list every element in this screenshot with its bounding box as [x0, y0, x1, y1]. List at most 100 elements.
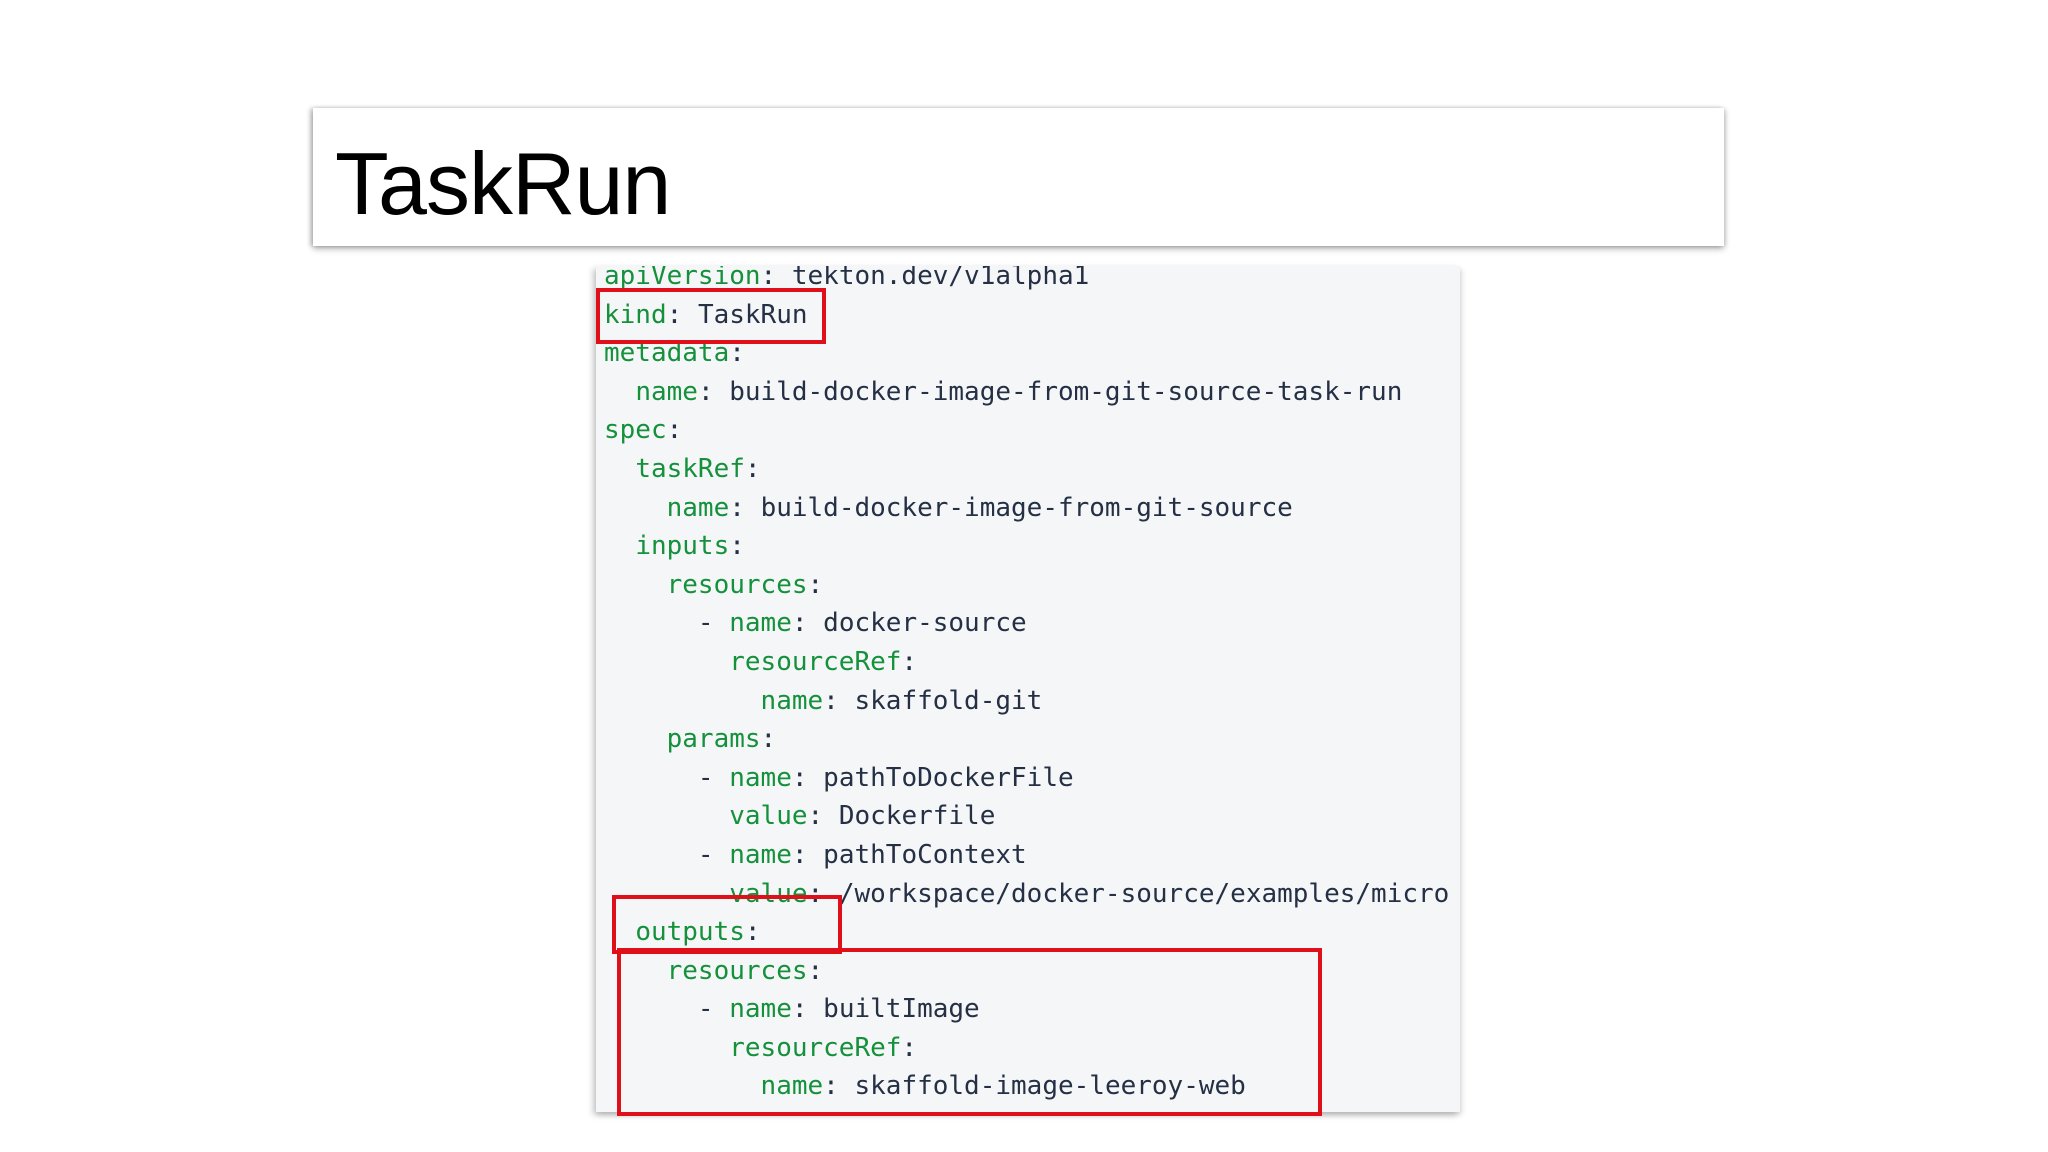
yaml-value: /workspace/docker-source/examples/micro: [838, 878, 1450, 909]
yaml-colon: :: [666, 415, 683, 446]
code-line: outputs:: [604, 913, 1449, 952]
code-line: metadata:: [604, 334, 1449, 373]
yaml-key: name: [729, 608, 792, 639]
code-indent: [604, 956, 667, 986]
code-indent: [604, 917, 635, 947]
yaml-key: value: [729, 801, 808, 832]
yaml-colon: :: [807, 801, 824, 832]
code-line: value: /workspace/docker-source/examples…: [604, 875, 1449, 914]
yaml-key: apiVersion: [604, 266, 761, 291]
yaml-key: value: [729, 878, 808, 909]
list-dash: -: [697, 608, 730, 639]
yaml-value: TaskRun: [697, 299, 808, 330]
code-line: resources:: [604, 566, 1449, 605]
yaml-key: params: [666, 724, 761, 755]
yaml-colon: :: [791, 994, 808, 1025]
yaml-colon: :: [901, 646, 918, 677]
yaml-colon: :: [666, 299, 683, 330]
yaml-value: build-docker-image-from-git-source: [760, 492, 1293, 523]
yaml-colon: :: [697, 376, 714, 407]
code-line: taskRef:: [604, 450, 1449, 489]
code-indent: [604, 994, 698, 1024]
list-dash: -: [697, 839, 730, 870]
slide-title-box: TaskRun: [313, 108, 1724, 246]
yaml-key: resourceRef: [729, 1032, 902, 1063]
code-indent: [604, 570, 667, 600]
yaml-colon: :: [760, 724, 777, 755]
code-indent: [604, 879, 729, 909]
code-indent: [604, 454, 635, 484]
code-indent: [604, 493, 667, 523]
yaml-key: spec: [604, 415, 667, 446]
yaml-colon: :: [744, 917, 761, 948]
yaml-value: builtImage: [823, 994, 980, 1025]
yaml-key: taskRef: [635, 453, 745, 484]
slide-title: TaskRun: [335, 134, 671, 233]
yaml-value: skaffold-image-leeroy-web: [854, 1071, 1246, 1102]
yaml-key: kind: [604, 299, 667, 330]
yaml-colon: :: [791, 762, 808, 793]
yaml-colon: :: [807, 569, 824, 600]
code-indent: [604, 608, 698, 638]
yaml-colon: :: [791, 839, 808, 870]
code-line: - name: builtImage: [604, 990, 1449, 1029]
list-dash: -: [697, 762, 730, 793]
yaml-key: resources: [666, 569, 808, 600]
code-line: value: Dockerfile: [604, 797, 1449, 836]
yaml-key: resources: [666, 955, 808, 986]
code-line: resourceRef:: [604, 1029, 1449, 1068]
code-indent: [604, 686, 761, 716]
yaml-key: metadata: [604, 338, 730, 369]
code-line: kind: TaskRun: [604, 296, 1449, 335]
yaml-key: name: [729, 762, 792, 793]
yaml-value: pathToContext: [823, 839, 1027, 870]
yaml-colon: :: [823, 1071, 839, 1102]
yaml-key: name: [635, 376, 698, 407]
code-indent: [604, 647, 729, 677]
code-indent: [604, 377, 635, 407]
code-line: resources:: [604, 952, 1449, 991]
yaml-colon: :: [807, 878, 824, 909]
code-line: - name: docker-source: [604, 604, 1449, 643]
code-line: params:: [604, 720, 1449, 759]
yaml-key: name: [760, 685, 824, 716]
yaml-key: name: [666, 492, 730, 523]
code-line: name: build-docker-image-from-git-source: [604, 489, 1449, 528]
yaml-colon: :: [901, 1032, 918, 1063]
code-line: - name: pathToContext: [604, 836, 1449, 875]
yaml-key: inputs: [635, 531, 730, 562]
code-line: inputs:: [604, 527, 1449, 566]
code-line: name: skaffold-git: [604, 682, 1449, 721]
yaml-colon: :: [791, 608, 808, 639]
code-indent: [604, 1033, 729, 1063]
yaml-key: outputs: [635, 917, 745, 948]
code-line: apiVersion: tekton.dev/v1alpha1: [604, 266, 1449, 296]
code-line: spec:: [604, 411, 1449, 450]
yaml-value: Dockerfile: [838, 801, 996, 832]
yaml-colon: :: [760, 266, 777, 291]
yaml-colon: :: [729, 492, 745, 523]
code-indent: [604, 724, 667, 754]
yaml-colon: :: [744, 453, 761, 484]
yaml-colon: :: [807, 955, 824, 986]
code-indent: [604, 531, 635, 561]
yaml-value: tekton.dev/v1alpha1: [791, 266, 1090, 291]
yaml-key: resourceRef: [729, 646, 902, 677]
yaml-colon: :: [823, 685, 839, 716]
yaml-value: pathToDockerFile: [823, 762, 1074, 793]
yaml-value: docker-source: [823, 608, 1027, 639]
yaml-key: name: [760, 1071, 824, 1102]
yaml-key: name: [729, 994, 792, 1025]
code-line: resourceRef:: [604, 643, 1449, 682]
code-line: name: skaffold-image-leeroy-web: [604, 1067, 1449, 1106]
code-indent: [604, 801, 729, 831]
code-line: - name: pathToDockerFile: [604, 759, 1449, 798]
yaml-key: name: [729, 839, 792, 870]
yaml-value: skaffold-git: [854, 685, 1043, 716]
code-line: name: build-docker-image-from-git-source…: [604, 373, 1449, 412]
yaml-colon: :: [729, 531, 745, 562]
list-dash: -: [697, 994, 730, 1025]
yaml-value: build-docker-image-from-git-source-task-…: [729, 376, 1403, 407]
